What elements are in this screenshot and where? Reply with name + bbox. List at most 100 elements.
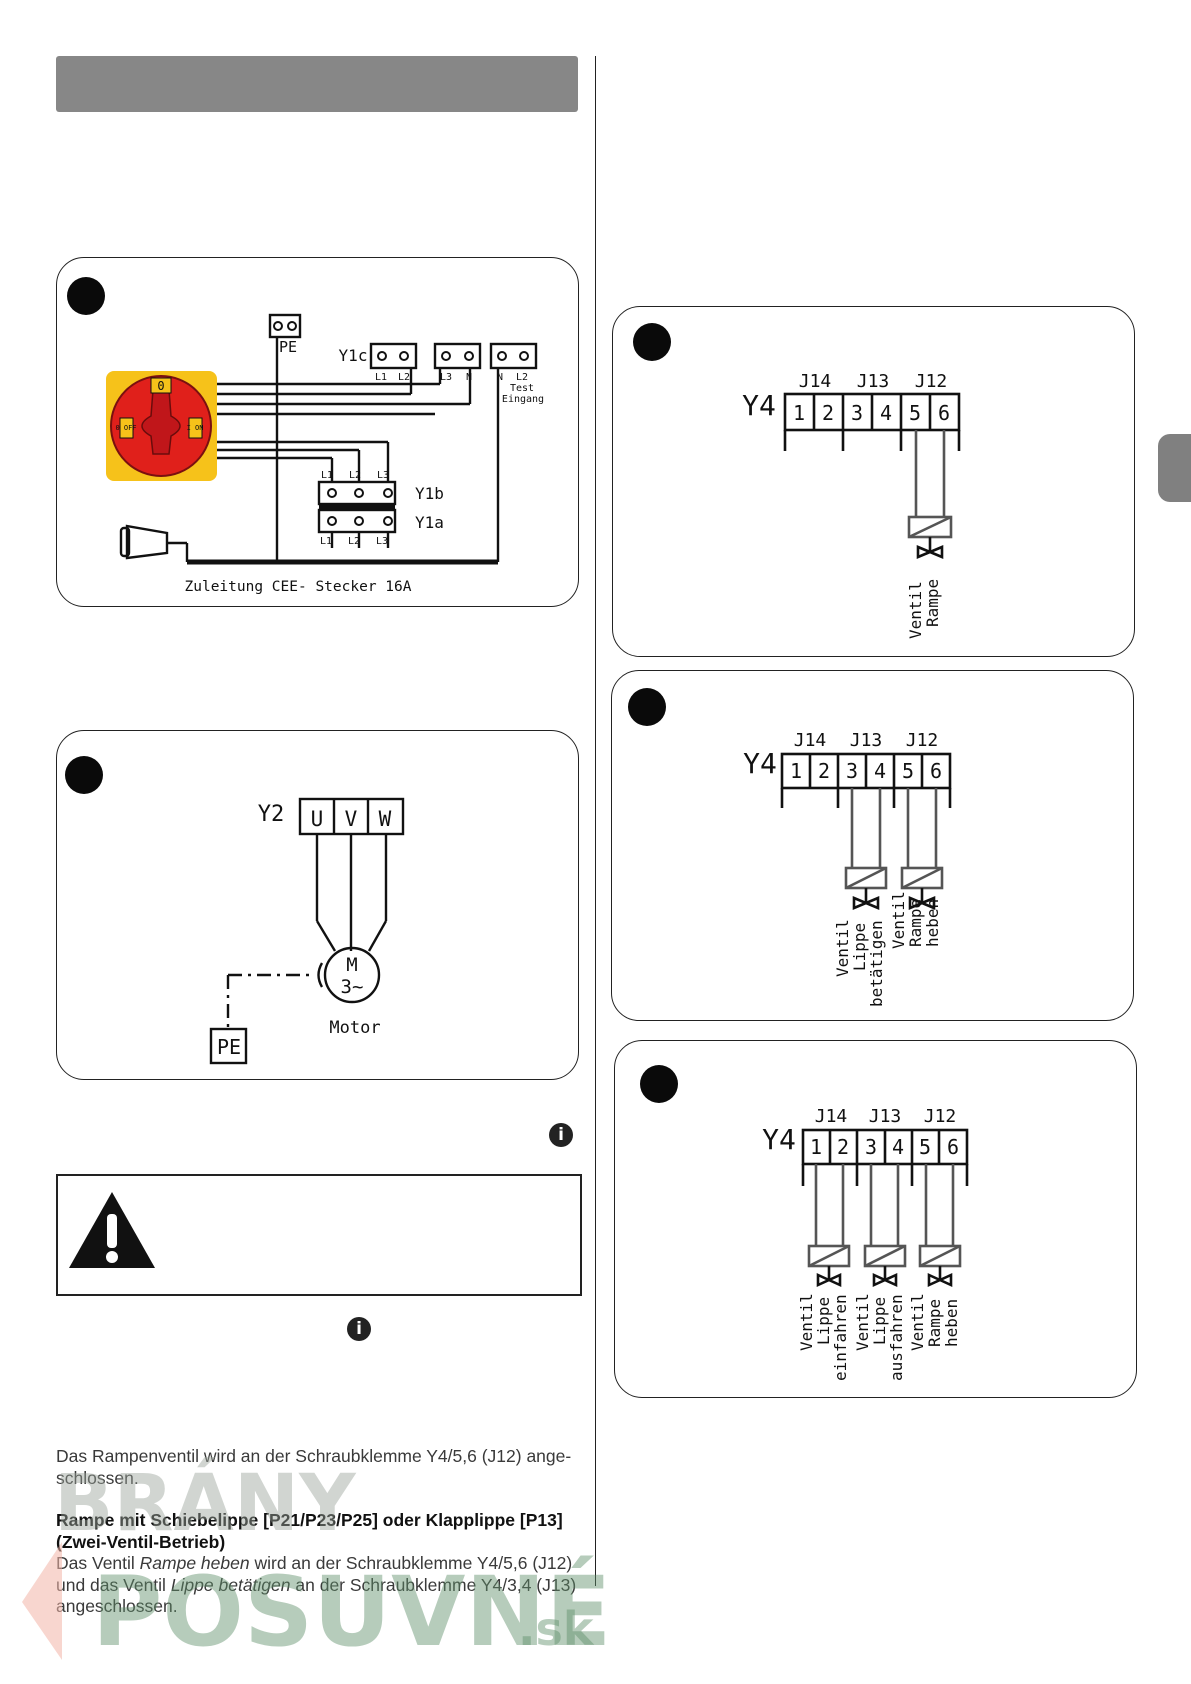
chapter-side-tab [1158,434,1191,502]
subheading-text: Rampe mit Schiebelippe [P21/P23/P25] ode… [56,1510,563,1552]
y1a-label: Y1a [415,513,444,532]
terminal-1: 1 [810,1135,822,1159]
diagram-two-valve-panel: Y4 J14 J13 J12 1 2 3 4 5 6 Ventil Lippe … [611,670,1134,1021]
valve-label-line1: Ventil [906,581,925,639]
valve1-label-line1: Ventil [833,919,852,977]
terminal-4: 4 [874,759,886,783]
valve-name-italic: Rampe heben [139,1553,250,1573]
test-label: Test [510,383,534,394]
subheading-two-valve: Rampe mit Schiebelippe [P21/P23/P25] ode… [56,1510,578,1553]
pe-label: PE [279,338,297,356]
terminal-l2-label: L2 [398,372,410,383]
diagram-mains-panel: 0 0 OFF I ON PE Y1c L1 L2 L3 N N L2 Test… [56,257,579,607]
terminal-3: 3 [865,1135,877,1159]
main-switch-icon [106,371,217,481]
jumper-j12: J12 [915,371,948,392]
paragraph-two-valve: Das Ventil Rampe heben wird an der Schra… [56,1553,578,1618]
diagram-three-valve-panel: Y4 J14 J13 J12 1 2 3 4 5 6 Ventil Lippe … [614,1040,1137,1398]
y4-label: Y4 [742,389,776,422]
terminal-u: U [311,807,324,831]
valve3-label-line3: heben [942,1299,961,1347]
two-valve-diagram: Y4 J14 J13 J12 1 2 3 4 5 6 Ventil Lippe … [743,730,952,1007]
terminal-3: 3 [846,759,858,783]
motor-m-label: M [346,954,357,976]
valve2-label-line1: Ventil [889,891,908,949]
terminal-l3-label: L3 [440,372,452,383]
paragraph-text: Das Rampenventil wird an der Schraubklem… [56,1446,572,1488]
paragraph-text: an der Schraubklemme Y4/3,4 (J13) angesc… [56,1574,577,1617]
jumper-j12: J12 [906,730,939,751]
switch-position-on: I ON [187,424,204,432]
valve2-label-line2: Lippe [870,1297,889,1345]
paragraph-text: Das Ventil [56,1553,140,1573]
terminal-3: 3 [851,401,863,425]
jumper-j14: J14 [799,371,832,392]
y1b-l1-label: L1 [321,470,333,481]
eingang-label: Eingang [502,394,544,405]
jumper-j12: J12 [924,1106,957,1127]
y1a-l2-label: L2 [348,536,360,547]
motor-wiring-diagram: Y2 U V W M 3~ Motor PE [209,797,405,1065]
terminal-1: 1 [790,759,802,783]
valve2-label-line1: Ventil [853,1293,872,1351]
warning-triangle-icon [69,1192,155,1268]
terminal-l1-label: L1 [375,372,387,383]
pe-label: PE [217,1035,241,1059]
section-header-bar [56,56,578,112]
y1b-l3-label: L3 [377,470,389,481]
terminal-2: 2 [837,1135,849,1159]
paragraph-text: wird an der Schraubklemme Y4/5,6 (J12) u… [56,1553,573,1595]
jumper-j13: J13 [857,371,890,392]
terminal-v: V [345,807,358,831]
motor-label: Motor [329,1018,380,1038]
y4-label: Y4 [762,1123,796,1156]
diagram-motor-panel: Y2 U V W M 3~ Motor PE [56,730,579,1080]
valve1-label-line3: betätigen [867,920,886,1007]
single-valve-diagram: Y4 J14 J13 J12 1 2 3 4 5 6 Ventil Rampe [742,371,961,639]
figure-bullet [67,277,105,315]
figure-bullet [65,756,103,794]
valve3-label-line2: Rampe [925,1299,944,1347]
figure-bullet [640,1065,678,1103]
motor-phase-label: 3~ [341,976,364,998]
jumper-j13: J13 [869,1106,902,1127]
mains-wiring-diagram: 0 0 OFF I ON PE Y1c L1 L2 L3 N N L2 Test… [106,313,544,595]
diagram-single-valve-panel: Y4 J14 J13 J12 1 2 3 4 5 6 Ventil Rampe [612,306,1135,657]
terminal-5: 5 [919,1135,931,1159]
terminal-5: 5 [902,759,914,783]
info-icon: i [347,1317,371,1341]
switch-position-0: 0 [157,379,164,393]
valve2-label-line3: heben [923,899,942,947]
valve2-label-line2: Rampe [906,899,925,947]
terminal-w: W [379,807,392,831]
valve1-label-line2: Lippe [850,923,869,971]
valve1-label-line2: Lippe [814,1297,833,1345]
jumper-j14: J14 [815,1106,848,1127]
info-icon: i [549,1123,573,1147]
switch-position-off: 0 OFF [115,424,136,432]
y4-label: Y4 [743,747,777,780]
figure-bullet [633,323,671,361]
jumper-j13: J13 [850,730,883,751]
y1c-label: Y1c [339,346,368,365]
figure-bullet [628,688,666,726]
valve3-label-line1: Ventil [908,1293,927,1351]
y1b-l2-label: L2 [349,470,361,481]
jumper-j14: J14 [794,730,827,751]
test-n-label: N [497,372,503,383]
terminal-6: 6 [947,1135,959,1159]
valve2-label-line3: ausfahren [887,1294,906,1381]
terminal-4: 4 [880,401,892,425]
terminal-6: 6 [938,401,950,425]
terminal-6: 6 [930,759,942,783]
test-l2-label: L2 [516,372,528,383]
supply-caption: Zuleitung CEE- Stecker 16A [185,579,412,595]
terminal-5: 5 [909,401,921,425]
three-valve-diagram: Y4 J14 J13 J12 1 2 3 4 5 6 Ventil Lippe … [762,1106,969,1381]
terminal-n-label: N [466,372,472,383]
valve-name-italic: Lippe betätigen [170,1574,291,1595]
column-divider [595,56,596,1586]
valve1-label-line1: Ventil [797,1293,816,1351]
y1a-l3-label: L3 [376,536,388,547]
terminal-2: 2 [818,759,830,783]
